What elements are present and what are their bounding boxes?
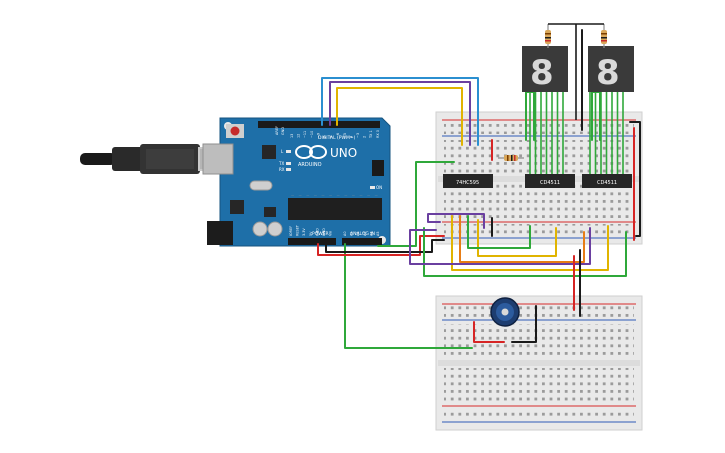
tx-led-label: TX — [278, 161, 284, 166]
power-pin-label: Vin — [329, 231, 333, 236]
power-pin-label: GND — [315, 228, 319, 236]
digital-pin-label: TX 1 — [369, 130, 373, 139]
ic-small — [264, 207, 276, 217]
left-digit: 8 — [530, 53, 554, 93]
icsp-header — [372, 160, 384, 176]
digital-pin-label: 8 — [323, 136, 327, 138]
breadboard-top[interactable] — [435, 111, 643, 245]
wire-black-gnd[interactable] — [325, 239, 445, 253]
potentiometer[interactable] — [490, 297, 520, 327]
chip-74hc595-label: 74HC595 — [456, 180, 479, 186]
resistor[interactable] — [498, 155, 524, 161]
wire-purple-loop[interactable] — [409, 227, 591, 265]
power-pin-label: GND — [322, 228, 326, 236]
aref-label: AREF — [275, 126, 279, 135]
power-pin-label: 5V — [309, 231, 313, 236]
power-header[interactable] — [288, 238, 336, 245]
display-resistor-left[interactable] — [545, 24, 551, 48]
chip-cd4511-right[interactable]: CD4511 — [582, 174, 632, 188]
power-pin-label: RESET — [296, 224, 300, 236]
analog-pin-label: A3 — [363, 232, 367, 236]
voltage-regulator — [230, 200, 244, 214]
analog-pin-label: A5 — [376, 232, 380, 236]
analog-header[interactable] — [342, 238, 382, 245]
rx-led — [286, 168, 291, 171]
chip-cd4511-left[interactable]: CD4511 — [525, 174, 575, 188]
wire-green-analog[interactable] — [344, 243, 473, 349]
power-header-label: POWER — [312, 231, 329, 237]
digital-pin-label: 13 — [290, 134, 294, 138]
wire-black-top[interactable] — [629, 121, 641, 237]
digital-pin-label: ~5 — [343, 133, 347, 138]
chip-cd4511-right-label: CD4511 — [597, 180, 617, 186]
capacitor — [267, 221, 283, 237]
digital-pin-label: ~9 — [316, 133, 320, 138]
digital-pin-label: 7 — [330, 136, 334, 138]
potentiometer-knob-icon[interactable] — [501, 308, 509, 316]
chip-74hc595[interactable]: 74HC595 — [443, 174, 493, 188]
power-jack — [207, 221, 233, 245]
segment-wires-left[interactable] — [529, 92, 564, 176]
analog-header-label: ANALOG IN — [350, 231, 375, 237]
logo-text: ARDUINO — [298, 162, 322, 168]
arduino-logo — [295, 145, 327, 159]
analog-pin-label: A0 — [343, 232, 347, 236]
segment-wires-right[interactable] — [589, 92, 624, 176]
wire-green[interactable] — [377, 161, 455, 247]
board-model-label: UNO — [330, 146, 357, 160]
right-digit: 8 — [596, 53, 620, 93]
analog-pin-label: A4 — [369, 232, 373, 236]
on-led — [370, 186, 375, 189]
wire-purple-lower[interactable] — [427, 213, 485, 229]
on-led-label: ON — [376, 185, 382, 190]
crystal — [249, 180, 273, 191]
wire-purple[interactable] — [329, 81, 471, 146]
atmega-chip — [288, 198, 382, 220]
gnd-label: GND — [281, 127, 285, 135]
wire-yellow[interactable] — [336, 87, 463, 146]
l-led — [286, 150, 291, 153]
digital-pin-label: ~3 — [356, 133, 360, 138]
wire-red-pot[interactable] — [473, 321, 505, 343]
power-pin-label: 3.3V — [302, 228, 306, 236]
digital-pin-label: 2 — [363, 136, 367, 138]
usb-port — [202, 143, 234, 175]
power-pin-label: IOREF — [289, 226, 293, 236]
digital-pin-label: 12 — [297, 134, 301, 138]
arduino-uno-board[interactable]: UNO ARDUINO DIGITAL (PWM~) POWER ANALOG … — [202, 117, 391, 247]
digital-header-label: DIGITAL (PWM~) — [318, 135, 356, 141]
analog-pin-label: A2 — [356, 232, 360, 236]
digital-header[interactable] — [258, 121, 380, 128]
digital-pin-label: ~6 — [336, 133, 340, 138]
usb-chip — [262, 145, 276, 159]
digital-pin-label: ~10 — [310, 131, 314, 138]
digital-pin-label: ~11 — [303, 131, 307, 138]
wire-black-pot[interactable] — [511, 305, 537, 343]
wire-green-lower-2[interactable] — [467, 215, 531, 249]
wire-red-5v[interactable] — [317, 235, 445, 256]
rx-led-label: RX — [279, 167, 285, 172]
wire-yellow-lower[interactable] — [451, 215, 609, 271]
seven-segment-display-right[interactable]: 8 — [588, 46, 634, 93]
digital-pin-label: RX 0 — [376, 130, 380, 138]
wire-blue[interactable] — [321, 77, 479, 146]
display-resistor-right[interactable] — [601, 24, 607, 48]
wire-green-lower[interactable] — [423, 227, 627, 277]
digital-pin-label: 4 — [349, 136, 353, 138]
breadboard-bottom[interactable] — [435, 295, 643, 431]
wire-orange[interactable] — [459, 215, 585, 263]
wire-yellow-lower-2[interactable] — [477, 219, 557, 257]
seven-segment-display-left[interactable]: 8 — [522, 46, 568, 93]
display-common-wire[interactable] — [548, 23, 604, 120]
capacitor — [252, 221, 268, 237]
tx-led — [286, 162, 291, 165]
analog-pin-label: A1 — [350, 232, 354, 236]
chip-cd4511-left-label: CD4511 — [540, 180, 560, 186]
l-led-label: L — [281, 149, 284, 154]
